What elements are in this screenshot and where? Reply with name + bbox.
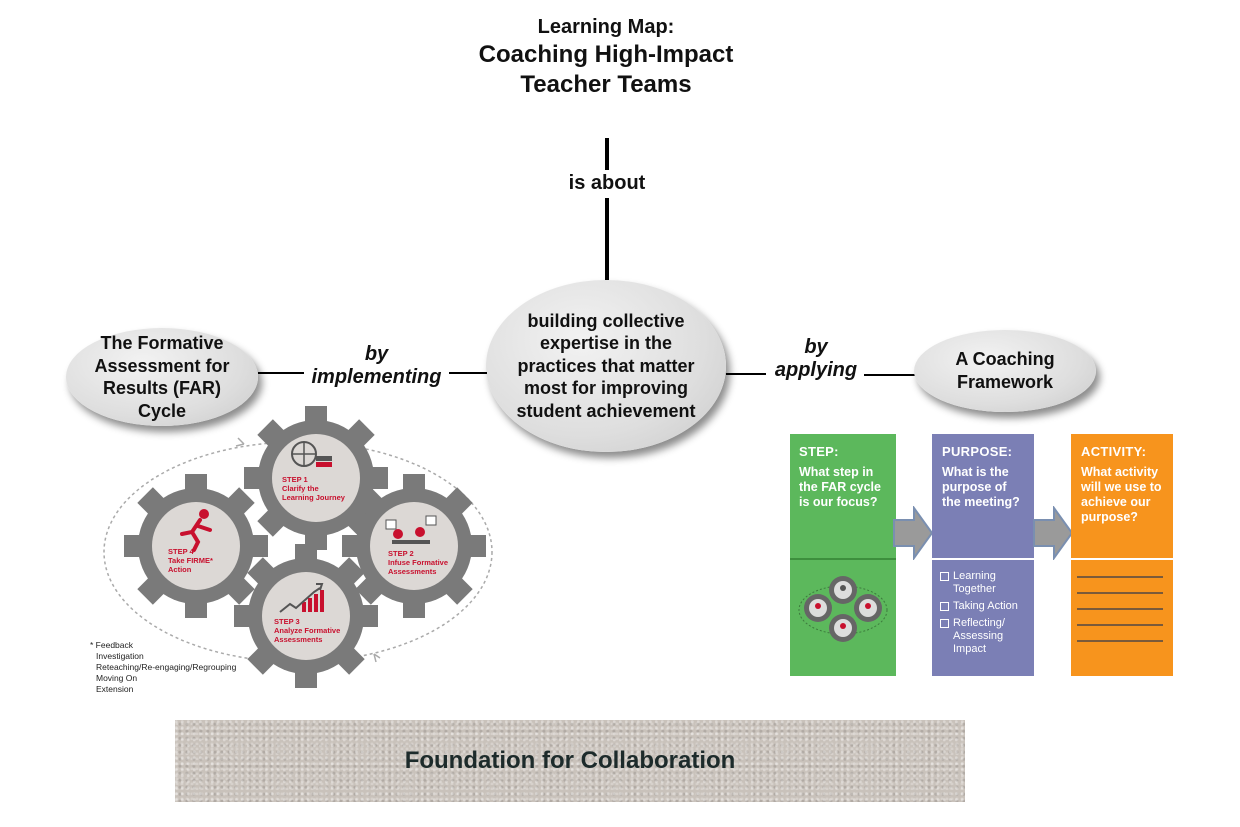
connector-right-line1: by — [804, 336, 828, 358]
activity-panel-question: What activity will we use to achieve our… — [1081, 465, 1162, 524]
connector-right-line2: applying — [774, 359, 858, 381]
gear-step-1: STEP 1 Clarify the Learning Journey — [244, 406, 388, 550]
footnote-line-3: Reteaching/Re-engaging/Regrouping — [96, 662, 237, 672]
step4-line2: Action — [168, 565, 192, 574]
footnote-line-1: * Feedback — [90, 640, 133, 650]
activity-blank-lines — [1077, 576, 1163, 642]
step1-number: STEP 1 — [282, 475, 308, 484]
activity-panel-title: ACTIVITY: — [1081, 444, 1147, 459]
framework-activity-panel: ACTIVITY: What activity will we use to a… — [1071, 434, 1173, 676]
purpose-panel-title: PURPOSE: — [942, 444, 1013, 459]
footnote-line-5: Extension — [96, 684, 134, 694]
step2-number: STEP 2 — [388, 549, 414, 558]
far-cycle-node-text: The Formative Assessment for Results (FA… — [94, 333, 230, 421]
step2-line1: Infuse Formative — [388, 558, 448, 567]
gear-step-3: STEP 3 Analyze Formative Assessments — [234, 544, 378, 688]
checkbox-icon — [940, 602, 949, 611]
center-concept-text: building collective expertise in the pra… — [516, 310, 696, 421]
connector-label-by-applying: by applying — [768, 336, 864, 382]
footnote-line-4: Moving On — [96, 673, 138, 683]
title-line-2: Coaching High-Impact — [478, 41, 734, 68]
firme-footnote: * Feedback Investigation Reteaching/Re-e… — [90, 640, 236, 695]
step3-line1: Analyze Formative — [274, 626, 340, 635]
step4-line1: Take FIRME* — [168, 556, 213, 565]
step3-line2: Assessments — [274, 635, 322, 644]
purpose-item: Reflecting/ Assessing Impact — [940, 617, 1030, 656]
foundation-text: Foundation for Collaboration — [404, 747, 736, 774]
growth-chart-icon — [279, 583, 324, 613]
connector-label-by-implementing: by implementing — [304, 343, 449, 389]
connector-line-left-inner — [449, 372, 487, 374]
foundation-banner: Foundation for Collaboration — [175, 720, 965, 802]
coaching-framework-node-text: A Coaching Framework — [955, 349, 1055, 392]
connector-line-right-outer — [864, 374, 916, 376]
step3-number: STEP 3 — [274, 617, 300, 626]
purpose-panel-question: What is the purpose of the meeting? — [942, 465, 1020, 509]
step-panel-title: STEP: — [799, 444, 839, 459]
gear-step-2: STEP 2 Infuse Formative Assessments — [342, 474, 486, 618]
center-concept-node: building collective expertise in the pra… — [486, 280, 726, 452]
connector-left-line1: by — [364, 343, 389, 365]
arrow-purpose-to-activity-icon — [1033, 506, 1074, 560]
mini-far-cycle-icon — [798, 576, 888, 642]
connector-left-line2: implementing — [311, 366, 442, 388]
step2-line2: Assessments — [388, 567, 436, 576]
step1-line2: Learning Journey — [282, 493, 346, 502]
footnote-line-2: Investigation — [96, 651, 144, 661]
step1-line1: Clarify the — [282, 484, 319, 493]
connector-line-left-outer — [258, 372, 304, 374]
title-line-1: Learning Map: — [537, 16, 675, 38]
cycle-dashed-path — [103, 441, 493, 663]
far-cycle-node: The Formative Assessment for Results (FA… — [66, 328, 258, 426]
students-icon — [385, 515, 437, 544]
connector-line-right-inner — [726, 373, 766, 375]
purpose-items-list: Learning Together Taking Action Reflecti… — [940, 570, 1030, 660]
purpose-item: Taking Action — [940, 600, 1030, 613]
step4-number: STEP 4 — [168, 547, 195, 556]
gear-step-4: STEP 4 Take FIRME* Action — [124, 474, 268, 618]
step-panel-question: What step in the FAR cycle is our focus? — [799, 465, 881, 509]
runner-icon — [180, 509, 212, 552]
connector-line-top-lower — [605, 198, 609, 280]
purpose-item: Learning Together — [940, 570, 1030, 596]
framework-step-panel: STEP: What step in the FAR cycle is our … — [790, 434, 896, 676]
diagram-title: Learning Map: Coaching High-Impact Teach… — [420, 14, 792, 100]
framework-purpose-panel: PURPOSE: What is the purpose of the meet… — [932, 434, 1034, 676]
books-icon — [316, 456, 332, 461]
title-line-3: Teacher Teams — [520, 71, 692, 98]
far-cycle-gears-graphic: STEP 1 Clarify the Learning Journey STEP… — [103, 406, 493, 688]
checkbox-icon — [940, 572, 949, 581]
coaching-framework-node: A Coaching Framework — [914, 330, 1096, 412]
checkbox-icon — [940, 619, 949, 628]
connector-line-top-upper — [605, 138, 609, 170]
connector-label-is-about: is about — [568, 172, 646, 194]
arrow-step-to-purpose-icon — [893, 506, 934, 560]
